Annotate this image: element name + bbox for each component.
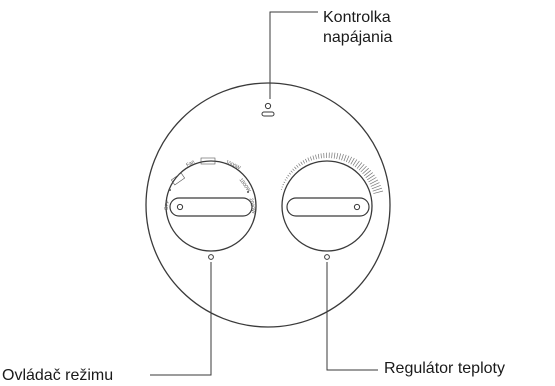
temp-regulator-leader	[327, 262, 378, 370]
temp-scale-tick	[337, 153, 338, 159]
temp-scale-tick	[351, 158, 355, 164]
power-indicator-label-line1: Kontrolka	[323, 9, 391, 26]
temp-scale-tick	[299, 163, 301, 166]
temp-scale-tick	[283, 184, 284, 185]
temp-scale-tick	[305, 159, 307, 162]
temp-scale-tick	[308, 158, 309, 162]
temp-scale-tick	[310, 157, 311, 161]
temp-scale-tick	[289, 173, 291, 175]
temp-scale-tick	[291, 171, 293, 173]
temp-scale-tick	[342, 154, 344, 160]
temp-scale-tick	[339, 154, 341, 160]
mode-control-leader	[150, 262, 211, 375]
temp-scale-tick	[288, 175, 290, 176]
mode-dot-1	[169, 189, 171, 191]
temp-scale-tick	[373, 188, 382, 191]
power-indicator-label: Kontrolka napájania	[323, 8, 392, 48]
temp-scale-tick	[286, 177, 288, 178]
temp-scale-tick	[284, 182, 285, 183]
temp-scale-tick	[296, 165, 298, 167]
temperature-regulator-knob	[282, 161, 372, 251]
temp-scale-tick	[301, 162, 303, 165]
temp-scale-tick	[313, 156, 314, 160]
mode-dot-2	[247, 191, 249, 193]
temp-scale-tick	[294, 167, 296, 169]
power-indicator	[262, 103, 274, 116]
temp-scale-tick	[318, 154, 319, 159]
temp-scale-tick	[303, 160, 305, 163]
temp-scale-tick	[344, 155, 346, 161]
temp-scale-tick	[316, 155, 317, 159]
temp-scale-tick	[346, 156, 349, 162]
temp-scale-tick	[293, 169, 295, 171]
temp-scale-tick	[321, 153, 322, 158]
temp-knob-handle	[287, 198, 369, 216]
temp-scale-tick	[285, 180, 286, 181]
temp-scale-tick	[332, 153, 333, 159]
temp-scale-tick	[373, 191, 383, 194]
power-indicator-light	[265, 103, 270, 108]
temp-scale-tick	[334, 153, 335, 159]
power-indicator-label-line2: napájania	[323, 28, 392, 48]
power-indicator-slot	[262, 112, 274, 116]
temp-scale-tick	[349, 157, 352, 163]
temperature-regulator-label: Regulátor teploty	[384, 359, 505, 379]
mode-control-label: Ovládač režimu	[2, 366, 113, 386]
temp-scale-tick	[372, 185, 381, 188]
mode-knob-marker	[209, 255, 214, 260]
temp-knob-marker	[325, 255, 330, 260]
